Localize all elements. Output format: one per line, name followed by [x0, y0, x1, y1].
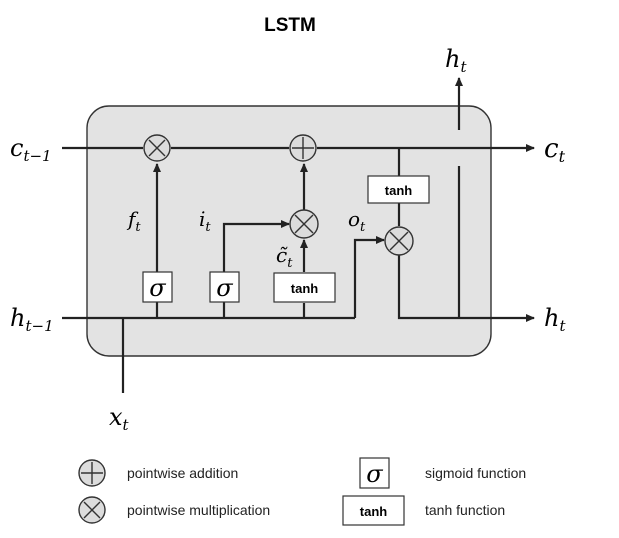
forget-sigma-symbol: σ — [149, 274, 166, 302]
legend-tanh-label: tanh function — [425, 502, 505, 518]
legend-multiply-icon — [78, 496, 106, 524]
input-multiply-icon — [289, 209, 319, 239]
candidate-tanh-label: tanh — [291, 281, 319, 296]
cell-tanh-label: tanh — [385, 183, 413, 198]
label-output-gate: ot — [348, 207, 366, 235]
candidate-tanh-box: tanh — [273, 272, 336, 303]
input-sigma-box: σ — [209, 271, 240, 303]
label-h-top: ht — [445, 45, 467, 76]
label-c-out: ct — [544, 134, 566, 166]
label-h-prev: ht−1 — [10, 304, 54, 335]
input-gate-line — [222, 220, 290, 272]
diagram-title: LSTM — [264, 15, 316, 36]
output-gate-line — [353, 236, 385, 318]
legend-sigmoid-label: sigmoid function — [425, 465, 526, 481]
legend-tanh-box: tanh — [342, 495, 405, 526]
label-candidate: c̃t — [276, 243, 293, 271]
output-multiply-icon — [384, 226, 414, 256]
legend-tanh-symbol: tanh — [360, 504, 388, 519]
label-h-out: ht — [544, 304, 566, 335]
legend-sigma-symbol: σ — [366, 460, 383, 488]
lstm-cell-body — [86, 105, 492, 357]
legend-sigma-box: σ — [359, 457, 390, 489]
forget-multiply-icon — [143, 134, 171, 162]
cell-add-icon — [289, 134, 317, 162]
label-input-gate: it — [199, 207, 211, 235]
label-c-prev: ct−1 — [10, 134, 52, 165]
hidden-output-line — [397, 255, 535, 322]
cell-tanh-box: tanh — [367, 175, 430, 204]
legend: pointwise addition pointwise multiplicat… — [78, 457, 526, 526]
legend-add-icon — [78, 459, 106, 487]
legend-addition-label: pointwise addition — [127, 465, 238, 481]
label-x-in: xt — [109, 403, 130, 434]
input-sigma-symbol: σ — [216, 274, 233, 302]
forget-sigma-box: σ — [142, 271, 173, 303]
legend-multiplication-label: pointwise multiplication — [127, 502, 270, 518]
